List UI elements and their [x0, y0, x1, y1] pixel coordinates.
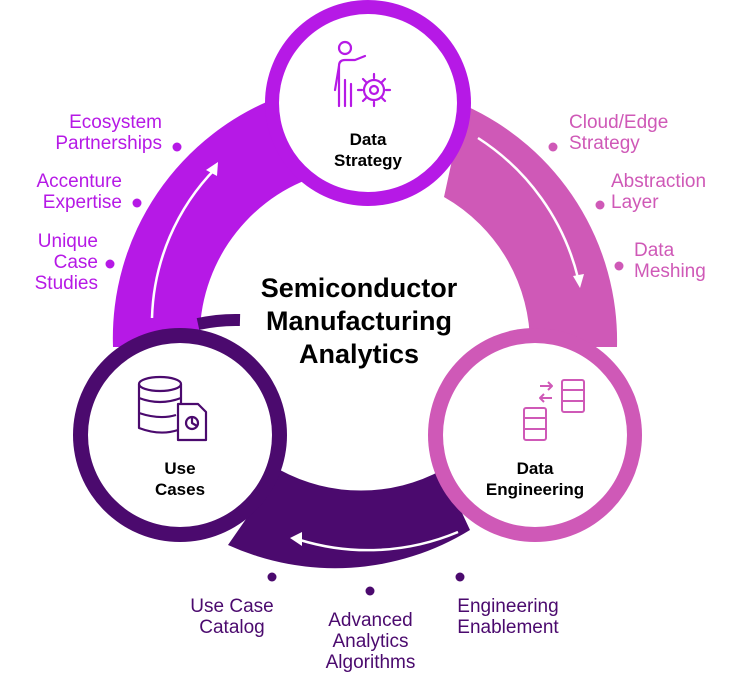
segment-right	[444, 105, 618, 347]
flow-arrow-right	[477, 136, 580, 279]
inner-arc	[196, 313, 241, 330]
flow-arrow-bottom-head	[290, 532, 302, 546]
dot-meshing	[614, 261, 624, 271]
flow-arrow-left-head	[206, 162, 218, 176]
node-use-cases-inner	[88, 343, 272, 527]
dot-advanced	[365, 586, 375, 596]
dot-enablement	[455, 572, 465, 582]
dot-unique	[105, 259, 115, 269]
dot-abstraction	[595, 200, 605, 210]
flow-arrow-left	[150, 167, 217, 319]
flow-arrow-right-head	[573, 274, 584, 288]
dot-cloud	[548, 142, 558, 152]
flow-arrow-bottom	[299, 530, 459, 552]
dot-accenture	[132, 198, 142, 208]
database-document-icon	[137, 375, 208, 442]
dot-ecosystem	[172, 142, 182, 152]
database-transfer-icon	[523, 379, 585, 441]
node-strategy-inner	[279, 14, 457, 192]
segment-left	[112, 95, 314, 347]
dot-use-case-catalog	[267, 572, 277, 582]
person-gear-icon	[333, 40, 392, 108]
connector-dots	[105, 142, 624, 596]
segment-bottom	[228, 470, 470, 569]
